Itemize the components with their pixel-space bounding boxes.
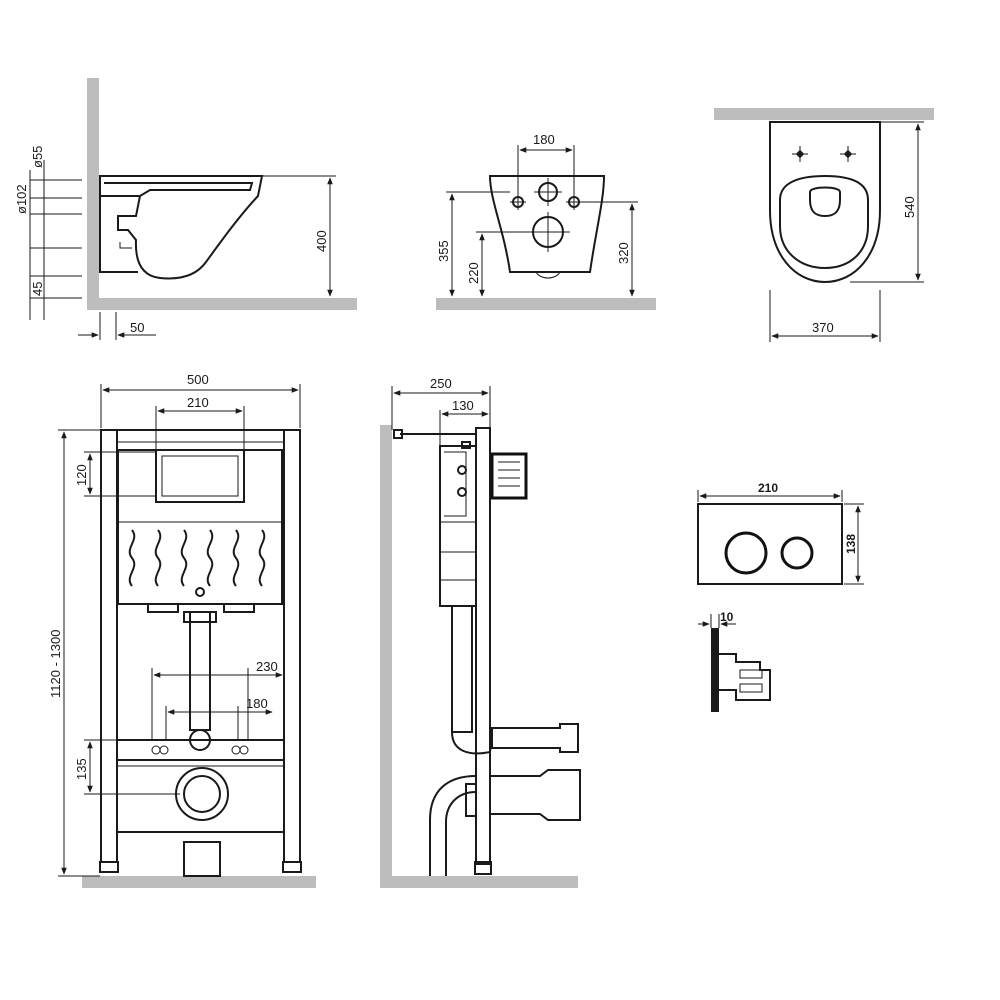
dim-210-label: 210: [187, 395, 209, 410]
bowl-base: [535, 271, 561, 279]
dim-220-label: 220: [466, 262, 481, 284]
dim-210-label: 210: [758, 481, 778, 495]
stud-hole: [159, 745, 169, 755]
foot-side: [474, 861, 492, 875]
wall: [87, 78, 99, 310]
wall: [714, 108, 934, 120]
dim-250-label: 250: [430, 376, 452, 391]
flush-module: [490, 452, 528, 500]
dim-10-label: 10: [720, 610, 734, 624]
dim-d55-label: ø55: [30, 146, 45, 168]
bolt-mark-right: [840, 146, 856, 162]
wall: [380, 425, 392, 888]
frame-post-right: [283, 429, 301, 863]
frame-post-left: [100, 429, 118, 863]
dim-120-label: 120: [74, 464, 89, 486]
floor: [82, 876, 316, 888]
foot-left: [99, 861, 119, 873]
cistern-wave-pattern: [128, 529, 266, 587]
cistern-detail: [444, 451, 467, 517]
stud-hole: [151, 745, 161, 755]
dim-height-label: 1120 - 1300: [48, 630, 63, 698]
floor: [87, 298, 357, 310]
frame-post-side: [475, 427, 491, 865]
toilet-top-view: 540 370: [714, 108, 934, 342]
dim-135-label: 135: [74, 758, 89, 780]
dim-180-label: 180: [533, 132, 555, 147]
dim-45-label: 45: [30, 282, 45, 296]
flush-pipe-collar: [183, 611, 217, 623]
dim-230-label: 230: [256, 659, 278, 674]
dim-370-label: 370: [812, 320, 834, 335]
cistern-foot: [147, 603, 179, 613]
dim-540-label: 540: [902, 196, 917, 218]
cistern-side: [439, 445, 477, 607]
dim-400-label: 400: [314, 230, 329, 252]
bowl-front-outline: [488, 175, 606, 273]
frame-front-view: 500 210 120 1120 - 1300 230 180 135: [48, 372, 316, 888]
dim-130-label: 130: [452, 398, 474, 413]
dim-500-label: 500: [187, 372, 209, 387]
dim-50-label: 50: [130, 320, 144, 335]
actuator-detail: [739, 669, 763, 679]
flush-plate: [697, 503, 843, 585]
anchor-bolt: [393, 429, 403, 439]
flush-outlet: [189, 729, 211, 751]
bowl-top-outline: [769, 121, 881, 284]
stud-hole: [239, 745, 249, 755]
actuator-detail: [739, 683, 763, 693]
foot-right: [282, 861, 302, 873]
flush-plate-detail: 210 138 10: [697, 481, 864, 712]
toilet-side-view: ø55 ø102 45 400 50: [14, 78, 357, 340]
bowl-rim: [104, 182, 254, 197]
toilet-front-view: 180 355 220 320: [436, 132, 656, 310]
cistern: [117, 449, 283, 605]
cistern-cap: [461, 441, 471, 449]
dim-d102-label: ø102: [14, 184, 29, 214]
cistern-access-opening: [155, 449, 245, 503]
cistern-valve: [457, 465, 467, 475]
bolt-mark-left: [792, 146, 808, 162]
bowl-back: [99, 176, 138, 273]
flush-button-large: [724, 531, 768, 575]
floor: [436, 298, 656, 310]
dim-138-label: 138: [844, 534, 858, 554]
frame-side-view: 250 130: [380, 376, 581, 888]
outlet: [119, 242, 132, 249]
dim-180-label: 180: [246, 696, 268, 711]
drain-stub: [183, 841, 221, 877]
inner-bowl: [809, 186, 841, 218]
stud-hole: [231, 745, 241, 755]
bowl-outline: [99, 175, 264, 280]
dim-320-label: 320: [616, 242, 631, 264]
drain-connector: [489, 769, 581, 821]
flush-connector: [491, 723, 579, 753]
drain-seal: [465, 783, 477, 817]
floor: [380, 876, 578, 888]
flush-button-small: [780, 536, 814, 570]
cross-bar: [116, 739, 285, 761]
plate-side-section: [711, 628, 719, 712]
flush-actuator-side: [719, 653, 771, 701]
drain-valve: [195, 587, 205, 597]
flush-pipe-side: [451, 605, 473, 733]
seat-opening: [779, 174, 869, 270]
drain-bend-inner: [445, 791, 477, 876]
cistern-valve: [457, 487, 467, 497]
cistern-inner: [161, 455, 239, 497]
flush-pipe-bend: [451, 731, 493, 755]
drain-bend: [429, 775, 477, 876]
drain-outlet-inner: [183, 775, 221, 813]
dim-355-label: 355: [436, 240, 451, 262]
cistern-foot: [223, 603, 255, 613]
